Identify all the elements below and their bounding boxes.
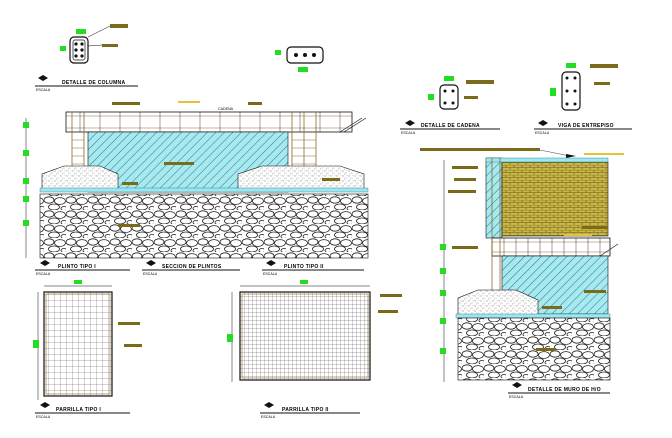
svg-text:ESCALA: ESCALA: [401, 131, 416, 135]
svg-text:ESCALA: ESCALA: [261, 415, 276, 419]
svg-text:PLINTO TIPO II: PLINTO TIPO II: [284, 264, 324, 270]
title-plinto-tipo-i: PLINTO TIPO I ESCALA: [35, 260, 130, 276]
svg-text:ESCALA: ESCALA: [263, 272, 278, 276]
svg-text:ESCALA: ESCALA: [143, 272, 158, 276]
title-detalle-columna: DETALLE DE COLUMNA ESCALA: [35, 75, 138, 92]
svg-text:DETALLE DE CADENA: DETALLE DE CADENA: [421, 123, 480, 129]
svg-text:ESCALA: ESCALA: [36, 415, 51, 419]
svg-text:VIGA DE ENTREPISO: VIGA DE ENTREPISO: [558, 123, 614, 129]
beam-section-small: [275, 46, 324, 72]
parrilla-tipo-ii-drawing: [227, 280, 402, 382]
svg-text:PARRILLA TIPO II: PARRILLA TIPO II: [282, 407, 329, 413]
title-parrilla-tipo-ii: PARRILLA TIPO II ESCALA: [260, 402, 360, 419]
svg-text:PLINTO TIPO I: PLINTO TIPO I: [58, 264, 96, 270]
svg-text:ESCALA: ESCALA: [535, 131, 550, 135]
title-parrilla-tipo-i: PARRILLA TIPO I ESCALA: [35, 402, 130, 419]
svg-text:ESCALA: ESCALA: [36, 88, 51, 92]
column-detail: [60, 24, 128, 64]
title-text-columna: DETALLE DE COLUMNA: [62, 80, 125, 86]
svg-text:CADENA: CADENA: [218, 107, 234, 111]
muro-detail-drawing: [420, 148, 624, 382]
svg-text:ESCALA: ESCALA: [36, 272, 51, 276]
title-detalle-cadena: DETALLE DE CADENA ESCALA: [400, 120, 500, 135]
viga-entrepiso-detail: [550, 63, 618, 111]
svg-text:DETALLE DE MURO DE H/O: DETALLE DE MURO DE H/O: [528, 387, 601, 393]
title-viga-entrepiso: VIGA DE ENTREPISO ESCALA: [534, 120, 632, 135]
title-plinto-tipo-ii: PLINTO TIPO II ESCALA: [262, 260, 364, 276]
svg-text:ESCALA: ESCALA: [509, 395, 524, 399]
parrilla-tipo-i-drawing: [33, 280, 142, 400]
cadena-detail: [428, 76, 494, 110]
title-seccion-plintos: SECCION DE PLINTOS ESCALA: [142, 260, 240, 276]
svg-text:SECCION DE PLINTOS: SECCION DE PLINTOS: [162, 264, 222, 270]
title-detalle-muro: DETALLE DE MURO DE H/O ESCALA: [508, 382, 610, 399]
svg-text:PARRILLA TIPO I: PARRILLA TIPO I: [56, 407, 101, 413]
plinto-section-drawing: CADENA: [23, 101, 369, 259]
